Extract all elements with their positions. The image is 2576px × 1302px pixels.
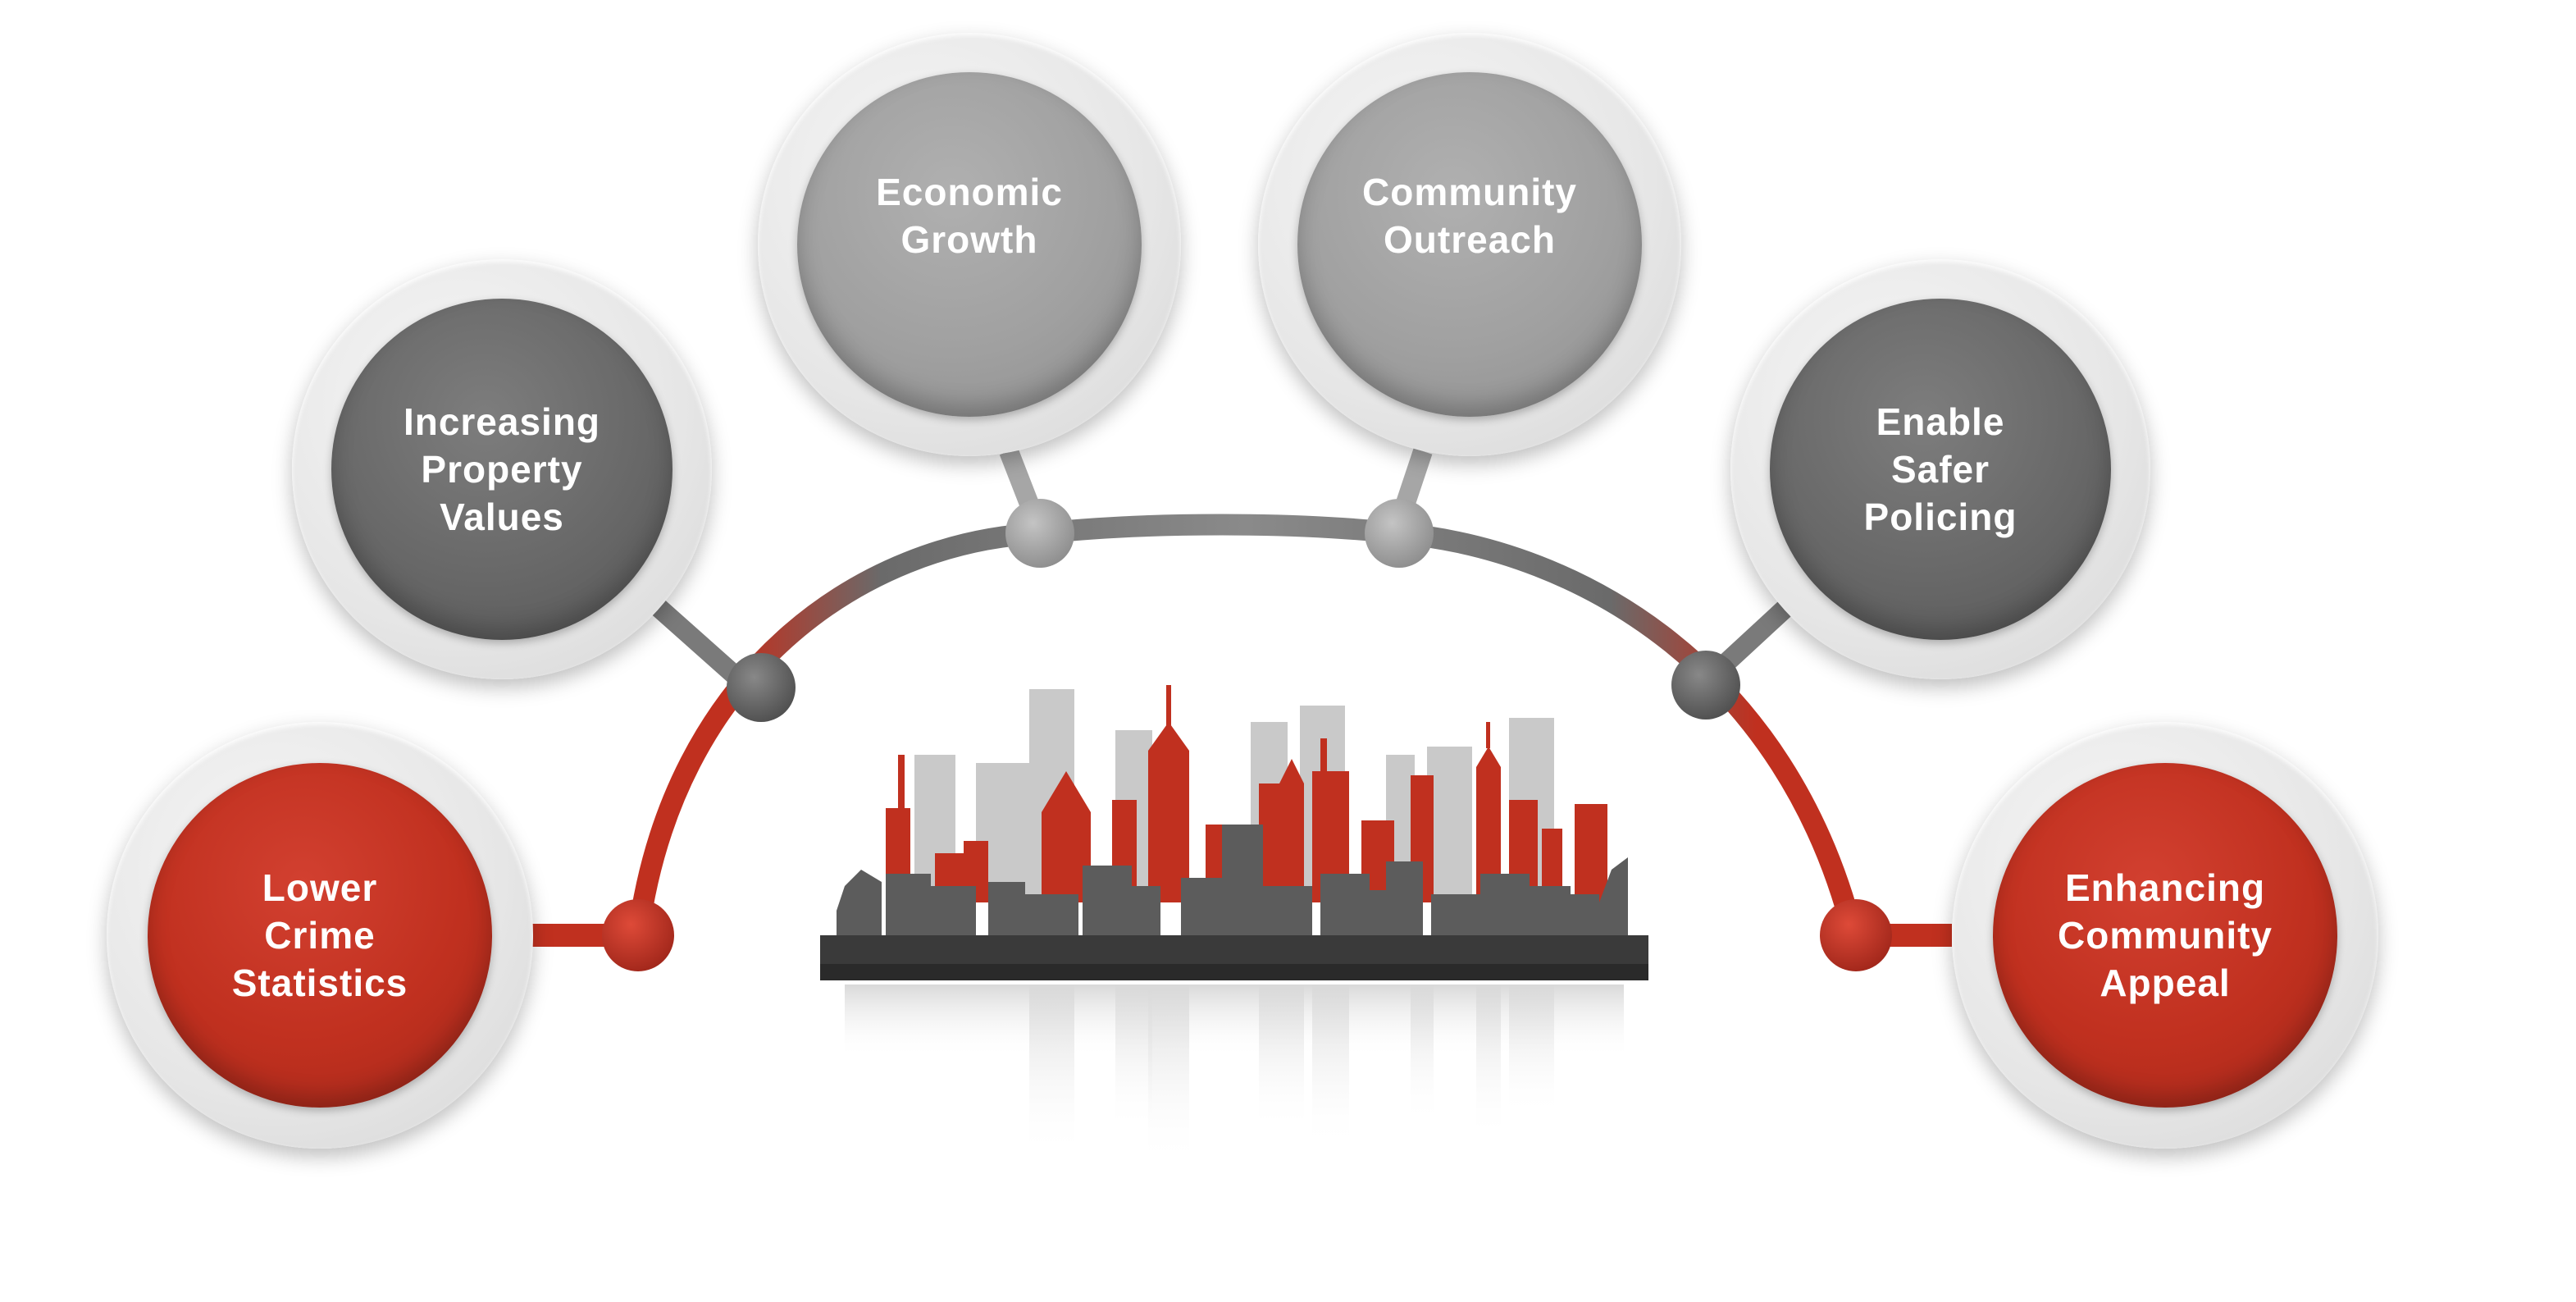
label-line: Lower [262,866,378,909]
node-safer-policing-disc: Enable Safer Policing [1770,299,2111,640]
node-safer-policing: Enable Safer Policing [1730,259,2150,679]
node-property-values: Increasing Property Values [292,259,712,679]
node-community-appeal-label: Enhancing Community Appeal [2027,864,2303,1007]
node-community-outreach-disc: Community Outreach [1297,72,1642,417]
node-economic-growth-disc: Economic Growth [797,72,1142,417]
label-line: Policing [1863,496,2017,538]
label-line: Property [421,448,583,491]
label-line: Safer [1890,448,1990,491]
label-line: Community [2058,914,2273,957]
junction-dot-community-appeal [1820,899,1892,971]
node-safer-policing-label: Enable Safer Policing [1804,398,2077,541]
label-line: Enhancing [2064,866,2266,909]
label-line: Crime [264,914,376,957]
junction-dot-community-outreach [1365,499,1434,568]
node-property-values-label: Increasing Property Values [366,398,639,541]
node-community-appeal-disc: Enhancing Community Appeal [1993,763,2337,1108]
node-lower-crime: Lower Crime Statistics [107,722,533,1149]
label-line: Outreach [1384,218,1556,261]
node-community-appeal: Enhancing Community Appeal [1952,722,2378,1149]
node-property-values-disc: Increasing Property Values [331,299,672,640]
node-economic-growth: Economic Growth [758,33,1181,456]
label-line: Appeal [2100,962,2231,1004]
label-line: Economic [876,171,1063,213]
label-line: Enable [1876,400,2005,443]
node-community-outreach: Community Outreach [1258,33,1681,456]
label-line: Values [440,496,564,538]
node-economic-growth-label: Economic Growth [832,168,1107,263]
label-line: Community [1362,171,1577,213]
node-lower-crime-disc: Lower Crime Statistics [148,763,492,1108]
label-line: Increasing [403,400,601,443]
label-line: Growth [900,218,1038,261]
junction-dot-lower-crime [602,899,674,971]
junction-dot-property-values [727,653,796,722]
junction-dot-economic-growth [1005,499,1074,568]
node-community-outreach-label: Community Outreach [1332,168,1607,263]
junction-dots [602,499,1892,971]
node-lower-crime-label: Lower Crime Statistics [182,864,458,1007]
junction-dot-safer-policing [1671,651,1740,720]
city-skyline-icon [820,685,1648,1165]
label-line: Statistics [231,962,408,1004]
